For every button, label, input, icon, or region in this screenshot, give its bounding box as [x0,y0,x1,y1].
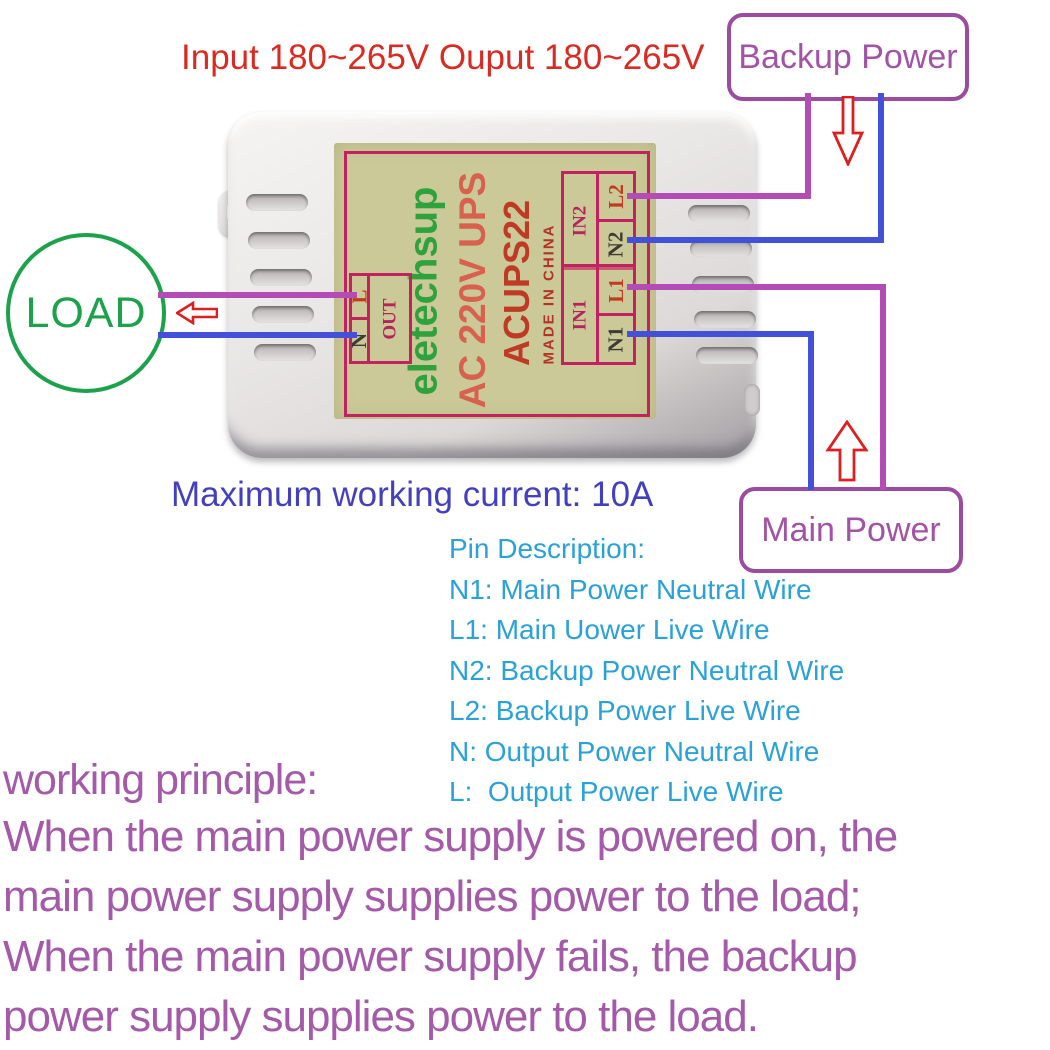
wire-l2-vertical [805,93,811,199]
pin-l-description: L: Output Power Live Wire [449,776,784,807]
terminal-block-out: L N OUT [347,273,412,364]
working-principle-line: When the main power supply is powered on… [3,812,898,861]
vent-slot [254,344,316,361]
in1-block-title: IN1 [564,267,599,362]
load-circle: LOAD [6,233,166,393]
working-principle-heading: working principle: [3,756,318,804]
pin-description-list: Pin Description: N1: Main Power Neutral … [449,529,844,813]
wire-l1-vertical [880,284,886,490]
wire-output-live [158,292,357,298]
vent-slot [694,311,756,328]
vent-slot [696,347,758,364]
product-text: AC 220V UPS [452,171,493,409]
vent-slot [248,232,310,249]
terminal-l1: L1 [603,277,628,303]
pin-description-title: Pin Description: [449,533,646,564]
voltage-title: Input 180~265V Ouput 180~265V [181,38,705,77]
load-label: LOAD [25,288,147,337]
backup-power-box: Backup Power [727,13,969,101]
in2-block-title: IN2 [564,174,599,267]
max-current-text: Maximum working current: 10A [171,475,654,514]
working-principle-line: power supply supplies power to the load. [3,992,759,1041]
terminal-out-neutral: N [347,317,371,361]
terminal-n1: N1 [599,313,633,362]
pin-n1-description: N1: Main Power Neutral Wire [449,573,812,605]
vent-slot [690,240,752,257]
terminal-block-in1: IN1 L1 N1 [561,264,636,365]
wire-l1-horizontal [627,284,886,290]
case-foot [744,384,760,416]
arrow-left-icon [176,301,218,325]
vent-slot [250,269,312,286]
model-text: ACUPS22 [496,199,537,367]
vent-slot [246,194,308,211]
arrow-down-icon [832,96,864,166]
working-principle-line: main power supply supplies power to the … [3,872,862,921]
out-terminal-cells: L N [347,276,371,361]
wire-output-neutral [158,332,357,338]
in1-terminal-cells: L1 N1 [599,267,633,362]
pin-n2-description: N2: Backup Power Neutral Wire [449,654,845,686]
terminal-block-in2: IN2 L2 N2 [561,171,636,270]
out-block-title: OUT [379,297,401,340]
vent-slot [688,205,750,222]
arrow-up-icon [825,420,869,482]
terminal-n2: N2 [599,219,633,267]
pin-l1-description: L1: Main Uower Live Wire [449,614,770,645]
device-label [334,143,656,419]
in2-terminal-cells: L2 N2 [599,174,633,267]
wire-n2-horizontal [627,237,884,243]
wire-n2-vertical [878,93,884,243]
pin-n-description: N: Output Power Neutral Wire [449,735,820,767]
origin-text: MADE IN CHINA [540,223,558,365]
wire-l2-horizontal [627,193,811,199]
main-power-box: Main Power [739,487,963,573]
pin-l2-description: L2: Backup Power Live Wire [449,695,801,726]
backup-power-label: Backup Power [738,37,958,76]
main-power-label: Main Power [761,510,941,549]
vent-slot [252,306,314,323]
working-principle-line: When the main power supply fails, the ba… [3,932,858,981]
wire-n1-horizontal [627,331,814,337]
wire-n1-vertical [808,331,814,490]
